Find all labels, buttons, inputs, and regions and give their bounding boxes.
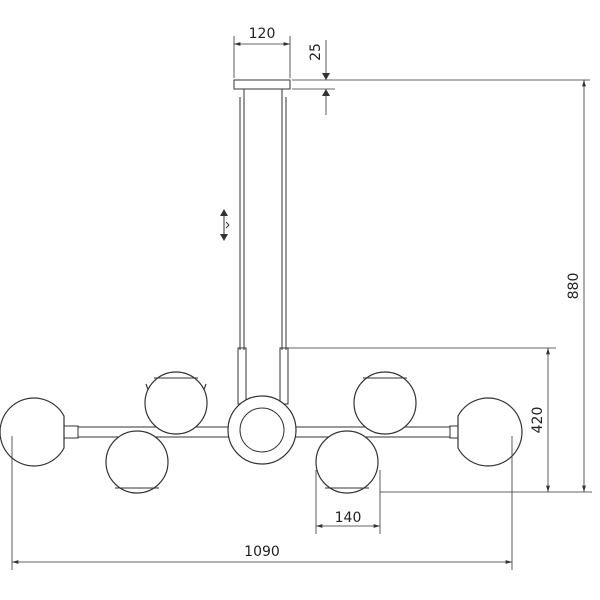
dim-canopy-height: 25 [292, 40, 590, 115]
shade-upper-left-body [144, 371, 208, 435]
dim-shade-diameter: 140 [315, 470, 381, 534]
glass-shades [0, 371, 523, 494]
dim-shade-diameter-label: 140 [335, 510, 362, 526]
central-ring [227, 395, 297, 465]
shade-left-end [0, 397, 65, 467]
dim-fixture-height: 420 [288, 347, 556, 492]
dim-total-width-label: 1090 [244, 544, 280, 560]
dim-fixture-height-label: 420 [530, 407, 546, 434]
height-adjust-icon [220, 209, 230, 241]
shade-lower-left [105, 430, 169, 494]
dim-total-height-label: 880 [566, 273, 582, 300]
dim-canopy-width: 120 [233, 26, 291, 78]
dim-canopy-height-label: 25 [308, 43, 324, 61]
shade-right-end [457, 397, 523, 467]
suspension-rods [237, 97, 289, 405]
dim-total-width: 1090 [11, 436, 513, 570]
shade-openings [115, 377, 407, 489]
dim-canopy-width-label: 120 [249, 26, 276, 42]
ceiling-canopy [233, 79, 291, 97]
shade-lower-right [315, 430, 379, 494]
shade-upper-right [353, 371, 417, 435]
dim-total-height: 880 [380, 80, 592, 493]
